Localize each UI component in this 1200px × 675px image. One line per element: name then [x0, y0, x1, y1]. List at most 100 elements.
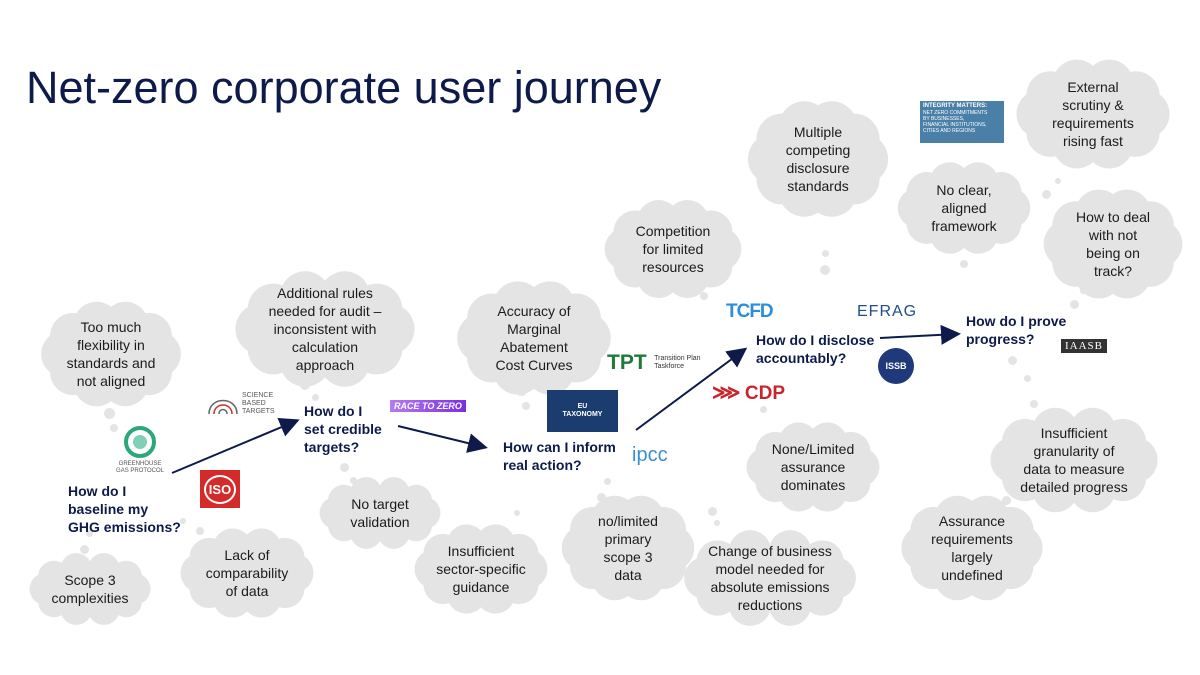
thought-dot [340, 463, 349, 472]
efrag-logo: EFRAG [857, 303, 917, 321]
cloud-text: Scope 3 complexities [51, 572, 129, 606]
thought-dot [820, 265, 830, 275]
cloud-text: Too much flexibility in standards and no… [66, 319, 156, 389]
question-action: How can I inform real action? [503, 439, 616, 473]
tcfd-logo-text: TCFD [726, 301, 774, 322]
sbti-logo: SCIENCE BASED TARGETS [206, 388, 284, 430]
cloud-text: Additional rules needed for audit – inco… [268, 285, 382, 373]
cdp-logo: ⋙ CDP [712, 380, 785, 405]
arrow-targets-to-action [397, 425, 488, 453]
thought-cloud-shape [180, 528, 314, 618]
issb-logo: ISSB [878, 348, 914, 384]
tpt-logo-subtext: Transition Plan Taskforce [654, 355, 701, 370]
thought-dot [180, 518, 186, 524]
thought-cloud-shape [746, 422, 880, 512]
thought-dot [1030, 400, 1038, 408]
cloud-text: How to deal with not being on track? [1076, 209, 1150, 279]
thought-cloud-shape [747, 101, 889, 217]
thought-dot [1055, 178, 1061, 184]
thought-dot [960, 260, 968, 268]
eu-taxonomy-logo: EU TAXONOMY [547, 390, 618, 432]
thought-dot [604, 478, 611, 485]
cloud-additional-rules: Additional rules needed for audit – inco… [235, 271, 415, 387]
iaasb-logo-text: IAASB [1061, 339, 1108, 353]
ghg-protocol-logo: GREENHOUSE GAS PROTOCOL [112, 425, 168, 475]
cloud-macc: Accuracy of Marginal Abatement Cost Curv… [457, 281, 611, 395]
cloud-text: External scrutiny & requirements rising … [1052, 79, 1134, 149]
iso-logo: ISO [200, 470, 240, 508]
iaasb-logo: IAASB [1061, 338, 1157, 354]
question-progress: How do I prove progress? [966, 313, 1067, 347]
thought-dot [350, 477, 357, 484]
thought-cloud-shape [235, 271, 415, 387]
cloud-scope3-complexities: Scope 3 complexities [28, 553, 152, 625]
arrow-action-to-disclose [635, 347, 748, 431]
thought-dot [80, 545, 89, 554]
thought-dot [110, 424, 118, 432]
cloud-text: Insufficient granularity of data to meas… [1020, 425, 1128, 495]
cloud-assurance-limited: None/Limited assurance dominates [746, 422, 880, 512]
thought-dot [196, 527, 204, 535]
integrity-matters-body: NET ZERO COMMITMENTS BY BUSINESSES, FINA… [923, 110, 988, 134]
thought-cloud-shape [29, 553, 151, 625]
cloud-multiple-standards: Multiple competing disclosure standards [747, 101, 889, 217]
ghg-logo-text: GREENHOUSE GAS PROTOCOL [116, 461, 164, 474]
cloud-text: Change of business model needed for abso… [708, 543, 832, 613]
cloud-text: No target validation [350, 496, 410, 530]
thought-cloud-shape [1043, 189, 1183, 299]
issb-logo-text: ISSB [885, 361, 907, 371]
cloud-no-framework: No clear, aligned framework [897, 162, 1031, 254]
thought-dot [1008, 356, 1017, 365]
cloud-lack-of-comparability: Lack of comparability of data [180, 528, 314, 618]
integrity-matters-report-logo: INTEGRITY MATTERS: NET ZERO COMMITMENTS … [920, 101, 1004, 143]
thought-cloud-shape [604, 200, 742, 298]
thought-cloud-shape [897, 162, 1031, 254]
cloud-text: None/Limited assurance dominates [771, 441, 855, 493]
thought-dot [1024, 375, 1031, 382]
integrity-matters-title: INTEGRITY MATTERS: [923, 103, 988, 109]
tcfd-logo: TCFD [726, 301, 774, 323]
thought-cloud-shape [457, 281, 611, 395]
question-baseline: How do I baseline my GHG emissions? [68, 483, 181, 535]
cloud-text: No clear, aligned framework [931, 182, 997, 234]
thought-dot [312, 394, 319, 401]
ghg-leaf-icon [124, 426, 156, 458]
sbti-curve-icon [208, 399, 238, 415]
sbti-logo-text: SCIENCE BASED TARGETS [242, 392, 275, 415]
iso-logo-text: ISO [203, 474, 237, 504]
thought-cloud-shape [41, 301, 181, 407]
thought-cloud-shape [901, 495, 1043, 601]
thought-dot [514, 510, 520, 516]
cloud-text: Competition for limited resources [635, 223, 711, 275]
question-targets: How do I set credible targets? [304, 403, 382, 455]
question-disclose: How do I disclose accountably? [756, 332, 875, 366]
cloud-text: Insufficient sector-specific guidance [436, 543, 526, 595]
arrow-baseline-to-targets [171, 417, 300, 474]
thought-cloud-shape [319, 477, 441, 549]
cloud-business-model: Change of business model needed for abso… [680, 530, 860, 626]
ipcc-logo-text: ipcc [632, 444, 668, 466]
page-title: Net-zero corporate user journey [26, 62, 662, 113]
cloud-text: Lack of comparability of data [205, 547, 289, 599]
cloud-text: Assurance requirements largely undefined [931, 513, 1013, 583]
thought-dot [597, 493, 606, 502]
cloud-granularity: Insufficient granularity of data to meas… [990, 407, 1158, 513]
thought-dot [1042, 190, 1051, 199]
ipcc-logo: ipcc [632, 444, 668, 467]
race-to-zero-logo: RACE TO ZERO [390, 400, 466, 412]
cloud-text: no/limited primary scope 3 data [598, 513, 658, 583]
tpt-logo-text: TPT [607, 351, 647, 374]
efrag-logo-text: EFRAG [857, 303, 918, 320]
thought-cloud-shape [990, 407, 1158, 513]
cloud-assurance-undefined: Assurance requirements largely undefined [901, 495, 1043, 601]
cloud-too-much-flexibility: Too much flexibility in standards and no… [41, 301, 181, 407]
thought-dot [522, 402, 530, 410]
thought-dot [714, 520, 720, 526]
thought-dot [760, 406, 767, 413]
cdp-mark-icon: ⋙ [712, 382, 741, 404]
cloud-off-track: How to deal with not being on track? [1043, 189, 1183, 299]
thought-dot [104, 408, 115, 419]
thought-cloud-shape [414, 524, 548, 614]
cdp-logo-text: CDP [744, 383, 786, 404]
